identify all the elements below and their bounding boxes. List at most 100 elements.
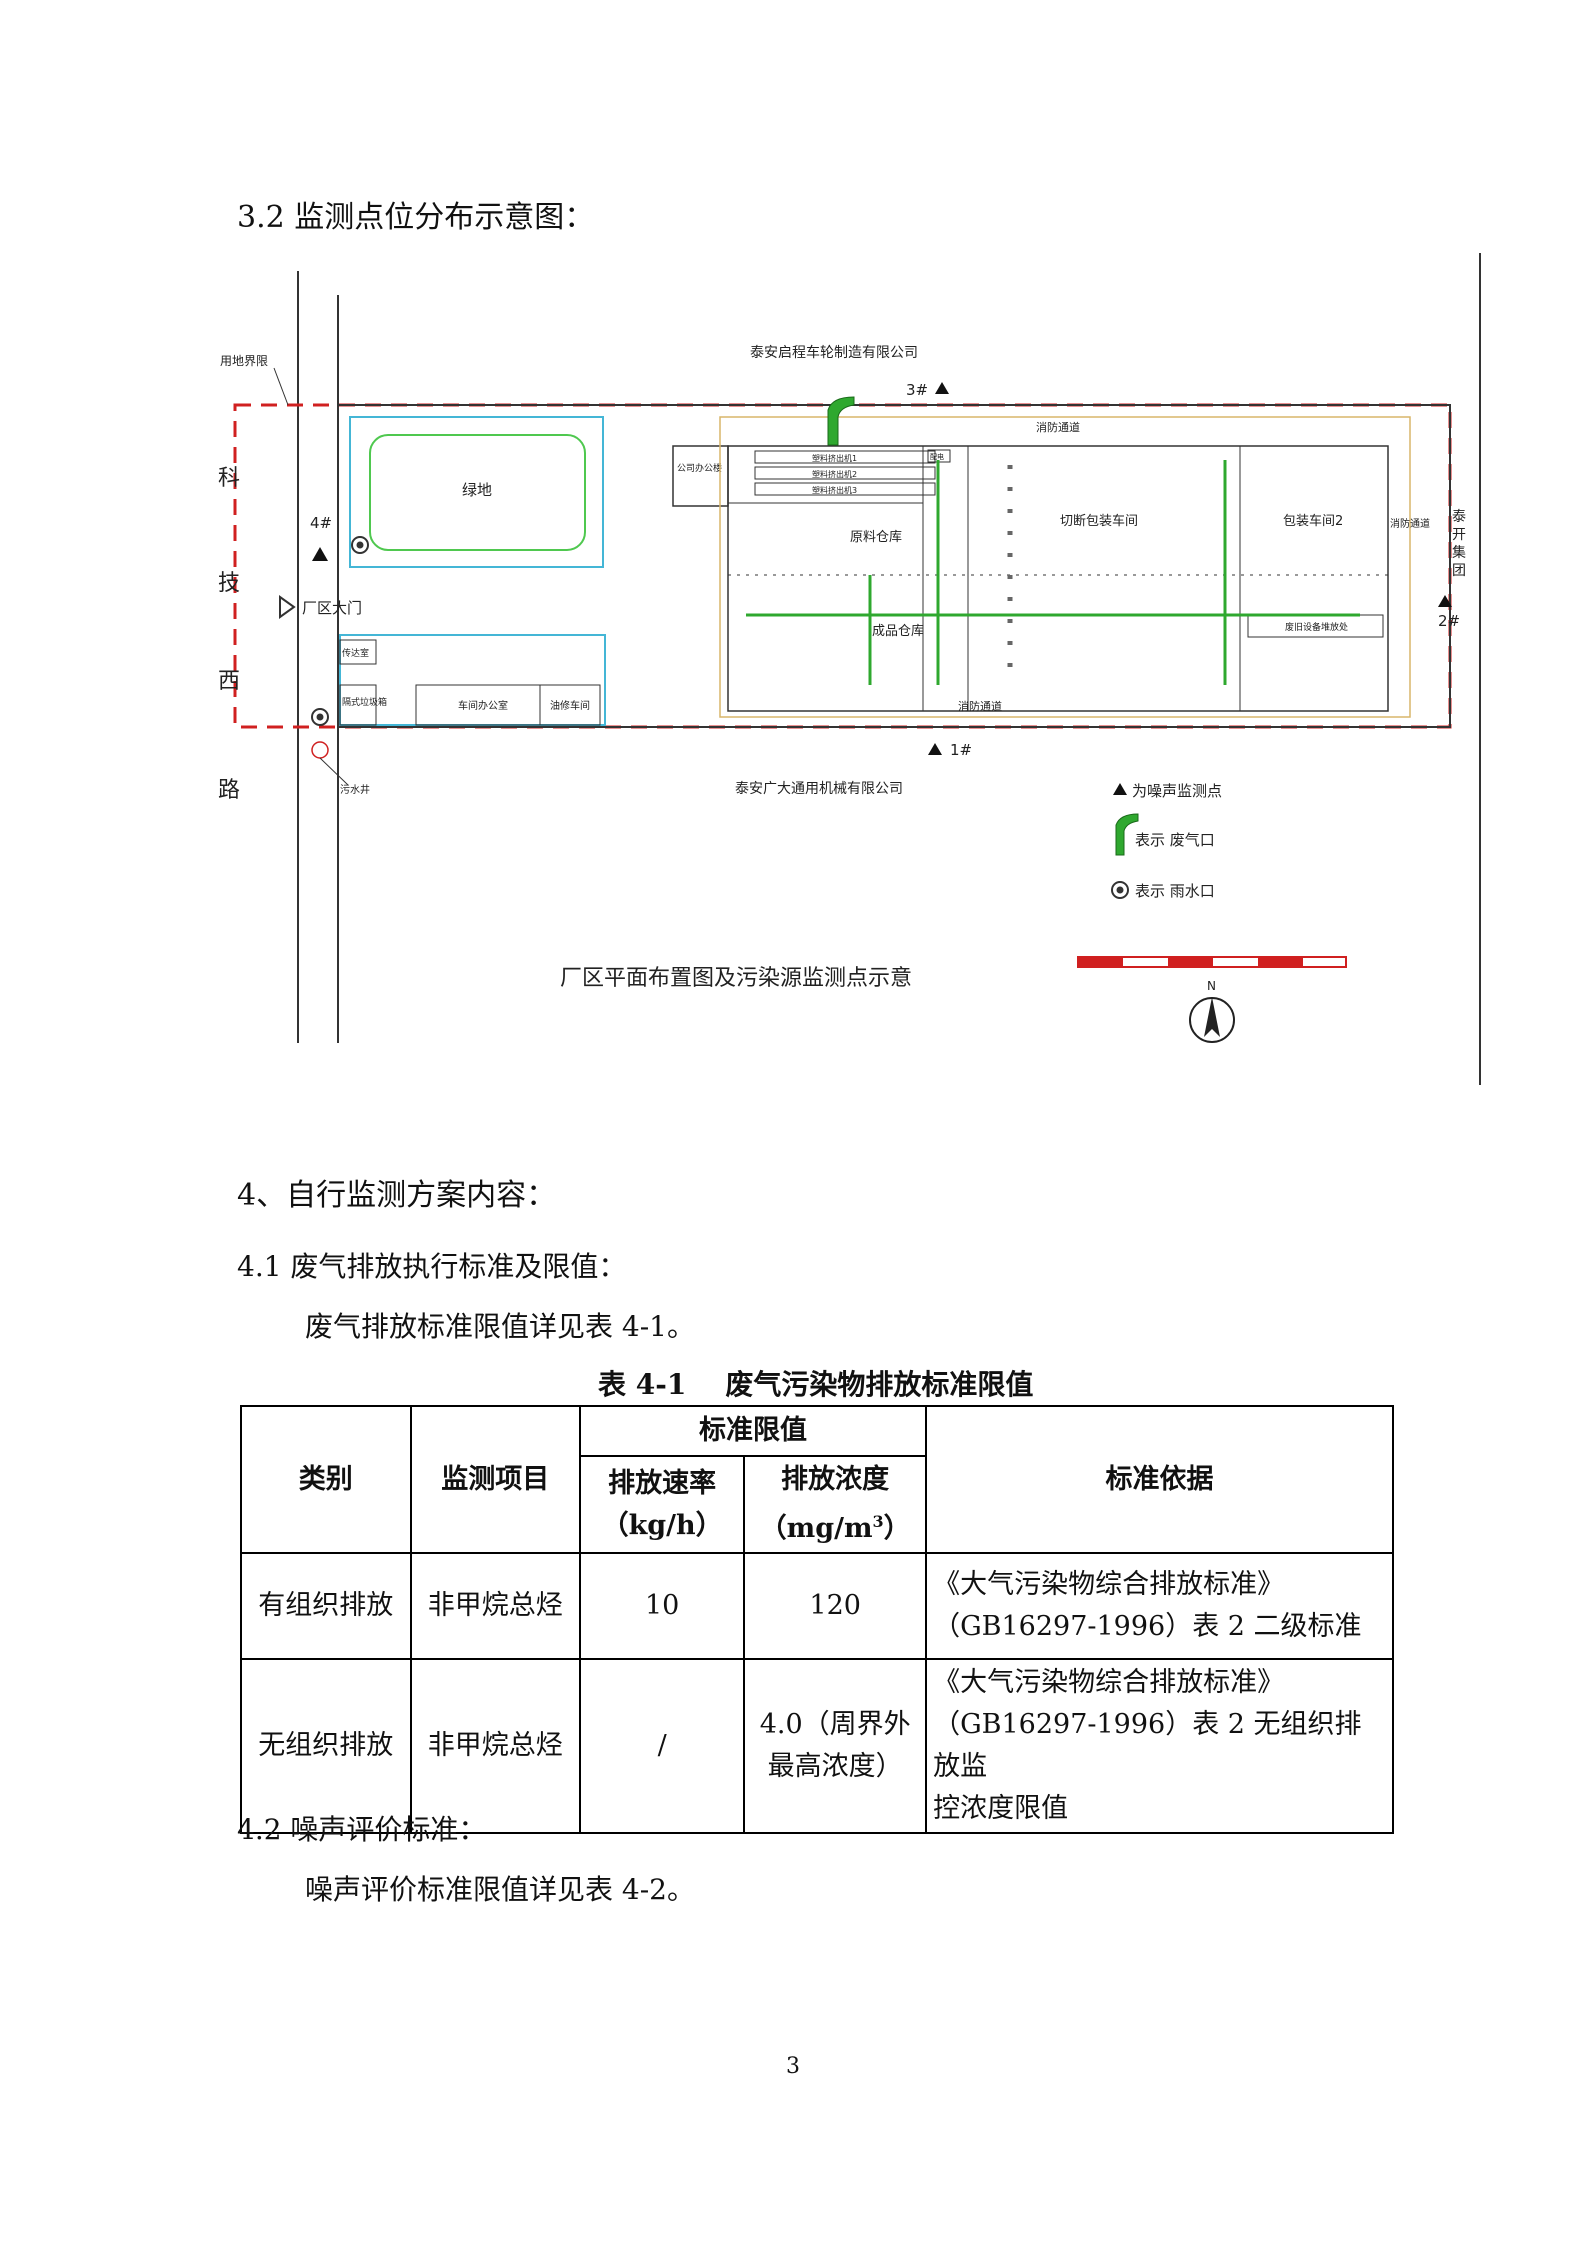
extruder-3-label: 塑料挤出机3	[812, 485, 857, 495]
section-heading-4-2: 4.2 噪声评价标准：	[237, 1813, 487, 1846]
noise-point-1-icon	[928, 743, 942, 755]
legend-rain-label: 表示 雨水口	[1135, 882, 1215, 900]
row2-rate: /	[578, 1658, 746, 1834]
production-block	[727, 445, 1389, 712]
guard-room	[339, 639, 377, 665]
legend-rain-icon-dot	[1116, 886, 1124, 894]
exhaust-outlet-icon	[827, 396, 855, 446]
well-label: 污水井	[340, 783, 370, 796]
legend-noise-label: 为噪声监测点	[1132, 782, 1222, 800]
well-leader	[319, 757, 349, 786]
extruder-1	[754, 450, 936, 464]
mech-room-box	[539, 684, 601, 726]
header-conc: 排放浓度 （mg/m3）	[743, 1455, 928, 1554]
legend-gas-label: 表示 废气口	[1135, 831, 1215, 849]
product-warehouse-label: 成品仓库	[872, 623, 924, 639]
row1-basis: 《大气污染物综合排放标准》 （GB16297-1996）表 2 二级标准	[925, 1552, 1394, 1660]
noise-point-1-label: 1#	[950, 741, 972, 759]
noise-point-3-label: 3#	[906, 381, 928, 399]
rain-outlet-icon-2	[311, 708, 329, 726]
workshop-office-label: 车间办公室	[458, 699, 508, 712]
section-heading-3-2: 3.2 监测点位分布示意图：	[237, 200, 595, 235]
header-limit: 标准限值	[578, 1405, 928, 1457]
east-char-3: 集	[1452, 544, 1466, 561]
row2-conc: 4.0（周界外 最高浓度）	[743, 1658, 928, 1834]
legend-noise-icon	[1113, 783, 1127, 795]
east-char-2: 开	[1452, 527, 1466, 543]
cutting-workshop-label: 切断包装车间	[1060, 513, 1138, 529]
section-heading-4-1: 4.1 废气排放执行标准及限值：	[237, 1250, 627, 1283]
noise-point-4-icon	[312, 547, 328, 561]
extruder-3	[754, 482, 936, 496]
header-rate-label: 排放速率	[608, 1467, 717, 1499]
road-char-1: 科	[218, 466, 240, 491]
row1-category: 有组织排放	[240, 1552, 412, 1660]
north-company-label: 泰安启程车轮制造有限公司	[750, 344, 918, 361]
dorm-label: 隔式垃圾箱	[342, 696, 387, 708]
header-rate: 排放速率 （kg/h）	[578, 1455, 746, 1554]
south-company-label: 泰安广大通用机械有限公司	[735, 781, 903, 797]
paragraph-4-2: 噪声评价标准限值详见表 4-2。	[305, 1873, 695, 1906]
road-char-2: 技	[218, 571, 240, 596]
fire-lane-top-label: 消防通道	[1036, 420, 1080, 434]
equipment-area-label: 废旧设备堆放处	[1285, 621, 1348, 633]
extruder-1-label: 塑料挤出机1	[812, 453, 857, 463]
distribution-label: 配电	[930, 452, 944, 461]
row2-item: 非甲烷总烃	[409, 1658, 581, 1834]
gate-icon	[279, 595, 296, 619]
gate-label: 厂区大门	[302, 599, 362, 617]
noise-point-3-icon	[935, 382, 949, 394]
green-label: 绿地	[462, 481, 492, 499]
raw-warehouse-label: 原料仓库	[850, 529, 902, 545]
factory-outline	[337, 404, 1451, 728]
well-icon	[311, 741, 329, 759]
extruder-2-label: 塑料挤出机2	[812, 469, 857, 479]
table-caption: 表 4-1 废气污染物排放标准限值	[598, 1368, 1034, 1401]
north-label: N	[1207, 979, 1216, 993]
map-title: 厂区平面布置图及污染源监测点示意	[560, 966, 912, 991]
dorm-box	[339, 684, 377, 726]
boundary-label: 用地界限	[220, 354, 268, 368]
legend-gas-icon	[1115, 813, 1139, 856]
guard-room-label: 传达室	[342, 647, 369, 659]
east-char-4: 团	[1452, 563, 1466, 579]
row1-item: 非甲烷总烃	[409, 1552, 581, 1660]
header-conc-label: 排放浓度	[781, 1464, 890, 1495]
row1-rate: 10	[578, 1552, 746, 1660]
row1-conc: 120	[743, 1552, 928, 1660]
table-row: 无组织排放 非甲烷总烃 / 4.0（周界外 最高浓度） 《大气污染物综合排放标准…	[240, 1658, 1394, 1834]
page-number: 3	[786, 2054, 800, 2079]
row2-basis: 《大气污染物综合排放标准》 （GB16297-1996）表 2 无组织排放监 控…	[925, 1658, 1394, 1834]
rain-outlet-icon-1-dot	[356, 541, 364, 549]
road-char-3: 西	[218, 669, 240, 694]
packing-workshop-label: 包装车间2	[1283, 513, 1343, 529]
fire-lane-bottom-label: 消防通道	[958, 699, 1002, 713]
noise-point-2-label: 2#	[1438, 612, 1460, 630]
green-area-outline	[349, 416, 604, 568]
rain-outlet-icon-1	[351, 536, 369, 554]
boundary-leader	[273, 367, 289, 406]
scale-bar	[1077, 956, 1347, 968]
noise-point-2-icon	[1438, 595, 1452, 607]
fire-lane-outline	[719, 416, 1411, 718]
evacuation-routes	[746, 460, 1360, 685]
header-item: 监测项目	[409, 1405, 581, 1554]
section-heading-4: 4、自行监测方案内容：	[237, 1178, 557, 1213]
emission-standard-table: 类别 监测项目 标准限值 标准依据 排放速率 （kg/h） 排放浓度 （mg/m…	[240, 1405, 1394, 1834]
north-arrow-icon	[1189, 997, 1235, 1043]
office-label: 公司办公楼	[677, 462, 722, 474]
paragraph-4-1: 废气排放标准限值详见表 4-1。	[305, 1310, 695, 1343]
header-conc-unit: （mg/m3）	[759, 1512, 911, 1544]
mech-room-label: 油修车间	[550, 699, 590, 712]
row2-category: 无组织排放	[240, 1658, 412, 1834]
site-layout-map: 泰安启程车轮制造有限公司 泰安广大通用机械有限公司 用地界限 科 技 西 路 泰…	[218, 253, 1481, 1085]
header-category: 类别	[240, 1405, 412, 1554]
header-basis: 标准依据	[925, 1405, 1394, 1554]
rain-outlet-icon-2-dot	[316, 713, 324, 721]
green-area	[369, 434, 586, 551]
fire-lane-right-label: 消防通道	[1390, 517, 1430, 530]
table-row: 有组织排放 非甲烷总烃 10 120 《大气污染物综合排放标准》 （GB1629…	[240, 1552, 1394, 1660]
noise-point-4-label: 4#	[310, 514, 332, 532]
extruder-2	[754, 466, 936, 480]
road-char-4: 路	[218, 778, 240, 803]
